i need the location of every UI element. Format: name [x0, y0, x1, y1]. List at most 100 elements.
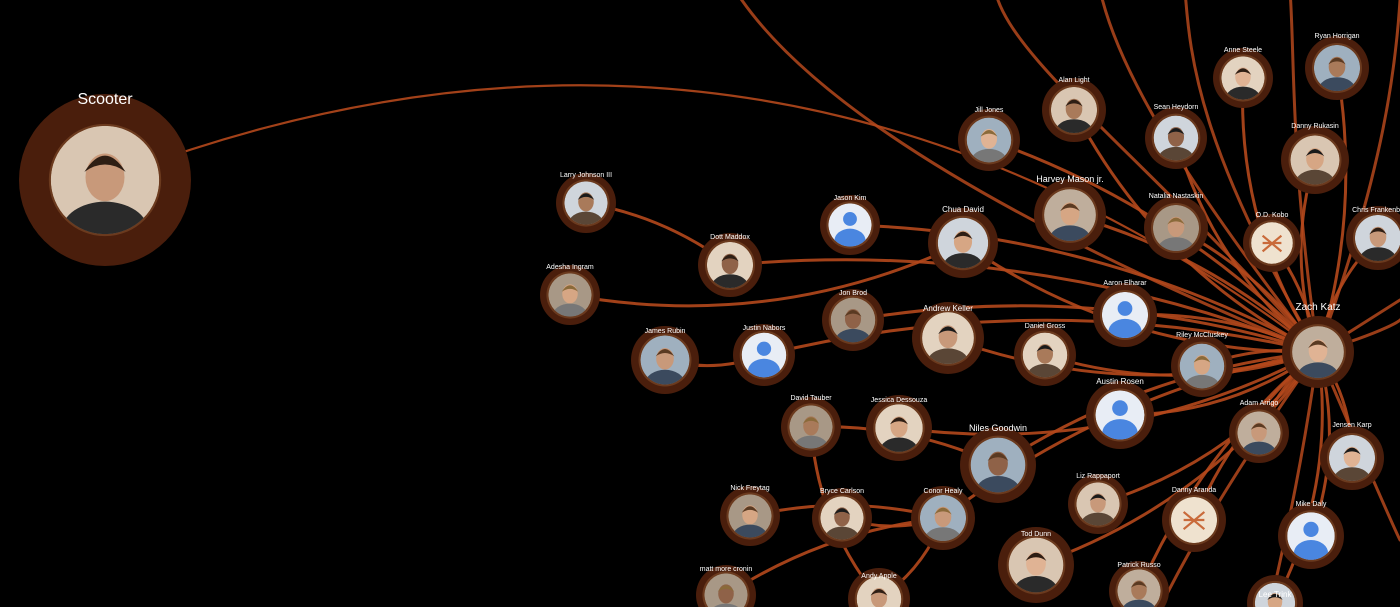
avatar-photo	[1153, 115, 1199, 161]
node-label: Dott Maddox	[710, 234, 750, 241]
node-nick-freytag[interactable]: Nick Freytag	[720, 485, 780, 548]
avatar-photo	[1328, 434, 1376, 482]
node-anne-steele[interactable]: Anne Steele	[1213, 47, 1273, 110]
node-label: Liz Rappaport	[1076, 473, 1120, 480]
node-jason-kim[interactable]: Jason Kim	[820, 195, 880, 255]
node-larry-johnson[interactable]: Larry Johnson III	[556, 172, 616, 235]
node-label: James Rubin	[645, 328, 686, 335]
node-label: Justin Nabors	[743, 325, 786, 332]
edge-offscreen-3	[1316, 0, 1400, 354]
node-harvey-mason[interactable]: Harvey Mason jr.	[1034, 174, 1106, 254]
node-label: Bryce Carlson	[820, 488, 864, 495]
node-adesha-ingram[interactable]: Adesha Ingram	[540, 264, 600, 327]
node-chua-david[interactable]: Chua David	[928, 205, 998, 281]
edge-tod-dunn-zach-katz	[1034, 350, 1320, 567]
avatar-photo	[856, 576, 902, 607]
node-label: Scooter	[77, 91, 133, 108]
node-label: Patrick Russo	[1117, 562, 1160, 569]
node-austin-rosen[interactable]: Austin Rosen	[1086, 377, 1154, 449]
edge-jon-brod-zach-katz	[851, 304, 1320, 354]
node-label: O.D. Kobo	[1256, 212, 1289, 219]
node-label: Danny Rukasin	[1291, 123, 1339, 130]
node-label: Chua David	[942, 205, 984, 214]
node-bryce-carlson[interactable]: Bryce Carlson	[812, 488, 872, 550]
node-natalia-nastaskin[interactable]: Natalia Nastaskin	[1144, 193, 1208, 263]
avatar-photo	[875, 404, 923, 452]
node-label: matt more cronin	[700, 566, 753, 573]
node-label: Natalia Nastaskin	[1149, 193, 1204, 200]
node-adam-arrigo[interactable]: Adam Arrigo	[1229, 400, 1289, 465]
node-james-rubin[interactable]: James Rubin	[631, 326, 699, 397]
node-label: Jessica Dessouza	[871, 397, 928, 404]
avatar-photo	[830, 297, 876, 343]
avatar-photo	[1152, 204, 1200, 252]
node-tod-dunn[interactable]: Tod Dunn	[998, 527, 1074, 606]
node-ryan-horrigan[interactable]: Ryan Horrigan	[1305, 33, 1369, 103]
edge-jason-kim-zach-katz	[848, 223, 1320, 354]
node-zach-katz[interactable]: Zach Katz	[1282, 302, 1354, 391]
node-label: Tod Dunn	[1021, 531, 1051, 538]
node-andy-apple[interactable]: Andy Apple	[848, 568, 910, 607]
node-label: Adesha Ingram	[546, 264, 594, 271]
avatar-photo	[1050, 86, 1098, 134]
node-jon-brod[interactable]: Jon Brod	[822, 289, 884, 353]
node-label: Danny Aranda	[1172, 487, 1216, 494]
edge-offscreen-4	[739, 0, 1320, 354]
node-alan-light[interactable]: Alan Light	[1042, 77, 1106, 145]
node-justin-nabors[interactable]: Justin Nabors	[733, 324, 795, 386]
node-label: Alan Light	[1058, 77, 1089, 84]
node-matt-more-cronin[interactable]: matt more cronin	[696, 565, 756, 607]
avatar-photo	[789, 405, 833, 449]
node-label: Nick Freytag	[730, 485, 769, 492]
avatar-photo	[548, 273, 592, 317]
edge-adesha-ingram-chua-david	[568, 241, 965, 308]
edge-niles-goodwin-zach-katz	[996, 350, 1320, 467]
node-label: Jason Kim	[834, 195, 867, 202]
node-label: Zach Katz	[1295, 302, 1340, 313]
avatar-photo	[820, 496, 864, 540]
logo-avatar-icon	[1251, 222, 1293, 264]
node-liz-rappaport[interactable]: Liz Rappaport	[1068, 473, 1128, 536]
node-label: Sean Heydorn	[1154, 104, 1199, 111]
avatar-photo	[1117, 569, 1161, 607]
node-conor-healy[interactable]: Conor Healy	[911, 486, 975, 553]
node-patrick-russo[interactable]: Patrick Russo	[1109, 561, 1169, 607]
avatar-photo	[564, 181, 608, 225]
avatar-photo	[1292, 326, 1344, 378]
node-label: Andy Apple	[861, 573, 897, 580]
node-jill-jones[interactable]: Jill Jones	[958, 107, 1020, 173]
avatar-photo	[1008, 537, 1064, 593]
node-danny-aranda[interactable]: Danny Aranda	[1162, 487, 1226, 552]
node-niles-goodwin[interactable]: Niles Goodwin	[960, 423, 1036, 506]
avatar-photo	[1022, 332, 1068, 378]
node-david-tauber[interactable]: David Tauber	[781, 395, 841, 459]
avatar-photo	[704, 573, 748, 607]
node-label: Austin Rosen	[1096, 377, 1144, 386]
node-jensen-karp[interactable]: Jensen Karp	[1320, 422, 1384, 493]
node-lee-trink[interactable]: Lee Trink	[1247, 575, 1303, 607]
node-danny-rukasin[interactable]: Danny Rukasin	[1281, 123, 1349, 197]
node-scooter[interactable]: Scooter	[19, 91, 191, 266]
node-riley-mccluskey[interactable]: Riley McCluskey	[1171, 332, 1233, 399]
node-daniel-gross[interactable]: Daniel Gross	[1014, 323, 1076, 388]
avatar-photo	[1179, 343, 1225, 389]
avatar-photo	[50, 125, 160, 235]
node-label: Jill Jones	[975, 107, 1004, 114]
node-jessica-dessouza[interactable]: Jessica Dessouza	[866, 395, 932, 464]
avatar-photo	[919, 494, 967, 542]
node-label: Lee Trink	[1259, 590, 1293, 599]
node-label: Mike Daly	[1296, 501, 1327, 508]
avatar-photo	[1290, 135, 1340, 185]
node-label: Jon Brod	[839, 290, 867, 297]
node-label: Larry Johnson III	[560, 172, 612, 179]
node-mike-daly[interactable]: Mike Daly	[1278, 501, 1344, 569]
node-od-kobo[interactable]: O.D. Kobo	[1243, 212, 1301, 272]
node-aaron-elharar[interactable]: Aaron Elharar	[1093, 280, 1157, 347]
node-label: Aaron Elharar	[1103, 280, 1147, 287]
node-andrew-keller[interactable]: Andrew Keller	[912, 302, 984, 377]
node-chris-frankenberg[interactable]: Chris Frankenbe	[1346, 206, 1400, 273]
node-sean-heydorn[interactable]: Sean Heydorn	[1145, 104, 1207, 171]
node-dott-maddox[interactable]: Dott Maddox	[698, 233, 762, 300]
node-label: Jensen Karp	[1332, 422, 1371, 429]
